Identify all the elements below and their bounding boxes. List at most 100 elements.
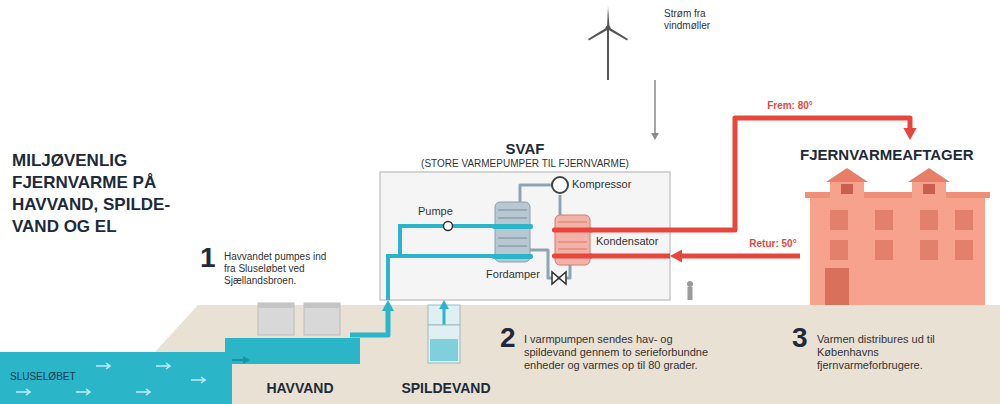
edge-label: Frem: 80° bbox=[765, 100, 815, 111]
house-door bbox=[825, 268, 849, 305]
connector bbox=[458, 224, 483, 228]
flow-arrow bbox=[16, 391, 30, 393]
connector bbox=[654, 80, 656, 134]
diagram-title: MILJØVENLIG FJERNVARME PÅ HAVVAND, SPILD… bbox=[12, 150, 217, 238]
node-label: Pumpe bbox=[418, 205, 453, 218]
pump-house-top bbox=[258, 303, 294, 308]
callout-text: Varmen distribures ud til Københavns fje… bbox=[817, 333, 962, 373]
house-window bbox=[955, 210, 973, 230]
node-label: SVAF bbox=[380, 140, 670, 158]
dormer-roof bbox=[826, 168, 868, 182]
flow-arrow bbox=[156, 365, 170, 367]
flow-arrow bbox=[76, 391, 90, 393]
pump-symbol bbox=[444, 222, 453, 231]
turbine-hub bbox=[606, 26, 611, 31]
coil-stripe bbox=[498, 217, 527, 219]
flow-arrow bbox=[96, 365, 110, 367]
house-window bbox=[875, 210, 893, 230]
district-heat-pipe bbox=[590, 254, 670, 259]
wastewater-well: SPILDEVAND bbox=[394, 325, 498, 400]
person-figure bbox=[688, 287, 693, 300]
intake-channel bbox=[225, 338, 360, 364]
arrowhead bbox=[439, 300, 449, 309]
dormer-roof bbox=[908, 168, 950, 182]
well-shaft bbox=[428, 325, 460, 363]
wind-turbine: Strøm fra vindmøller bbox=[578, 4, 733, 80]
house-window bbox=[955, 240, 973, 260]
flow-arrow bbox=[191, 379, 205, 381]
evaporator: Fordamper bbox=[483, 198, 543, 284]
flow-arrow bbox=[146, 389, 150, 395]
flow-arrow bbox=[26, 389, 30, 395]
connector bbox=[443, 307, 446, 325]
compressor: Kompressor bbox=[550, 175, 635, 195]
node-label: SLUSELØBET bbox=[10, 371, 76, 383]
house-window bbox=[920, 240, 938, 260]
flow-arrow bbox=[136, 391, 150, 393]
coil-stripe bbox=[558, 241, 587, 243]
district-heat-pipe bbox=[590, 228, 670, 233]
node-label: Kondensator bbox=[596, 235, 658, 248]
node-label: Fordamper bbox=[483, 268, 543, 281]
heat-consumer-house-illustration bbox=[800, 140, 995, 305]
canal-water: SLUSELØBET bbox=[0, 352, 232, 404]
dormer-window bbox=[923, 184, 935, 194]
arrowhead bbox=[651, 133, 659, 140]
arrowhead bbox=[382, 300, 394, 311]
coil-stripe bbox=[498, 209, 527, 211]
turbine-blade bbox=[607, 6, 610, 28]
flow-arrow bbox=[106, 363, 110, 369]
seawater-loop-pipe bbox=[388, 256, 495, 300]
connector bbox=[680, 254, 800, 259]
house-window bbox=[830, 210, 848, 230]
heat-coil bbox=[552, 254, 593, 259]
expansion-valve bbox=[552, 272, 566, 284]
node-label: (STORE VARMEPUMPER TIL FJERNVARME) bbox=[380, 158, 670, 170]
arrowhead bbox=[903, 128, 916, 140]
coil-stripe bbox=[498, 237, 527, 239]
wind-turbine-illustration bbox=[578, 4, 733, 80]
pump-house-block bbox=[258, 303, 294, 335]
evaporator-body bbox=[495, 202, 530, 262]
person-figure bbox=[687, 281, 693, 287]
house-window bbox=[875, 240, 893, 260]
connector bbox=[350, 309, 388, 335]
callout-number: 1 bbox=[200, 244, 216, 272]
node-label: SPILDEVAND bbox=[394, 380, 498, 397]
house-body bbox=[810, 196, 985, 305]
node-label: Strøm fra vindmøller bbox=[664, 8, 730, 32]
coil-stripe bbox=[498, 245, 527, 247]
seawater-loop-pipe bbox=[400, 226, 418, 256]
pump: Pumpe bbox=[418, 205, 458, 233]
dormer bbox=[912, 180, 946, 198]
node-label: Kompressor bbox=[572, 178, 631, 191]
callout-text: I varmpumpen sendes hav- og spildevand g… bbox=[524, 333, 709, 373]
heat-consumer-house: FJERNVARMEAFTAGER bbox=[800, 140, 995, 305]
connector bbox=[559, 195, 562, 212]
edge-label: Retur: 50° bbox=[747, 238, 798, 249]
turbine-tower bbox=[607, 28, 609, 80]
callout-number: 2 bbox=[500, 324, 516, 352]
connector bbox=[520, 185, 550, 198]
arrowhead bbox=[243, 356, 250, 364]
flow-arrow bbox=[86, 389, 90, 395]
flow-arrow bbox=[201, 377, 205, 383]
water-coil bbox=[492, 254, 533, 259]
coil-stripe bbox=[558, 248, 587, 250]
water-coil bbox=[492, 224, 533, 229]
dormer bbox=[830, 180, 864, 198]
pump-house-top bbox=[304, 303, 340, 308]
house-window bbox=[830, 240, 848, 260]
seawater-intake: HAVVAND bbox=[250, 300, 350, 400]
pump-house-block bbox=[304, 303, 340, 335]
heat-pump-station: SVAF(STORE VARMEPUMPER TIL FJERNVARME) Pu… bbox=[380, 140, 670, 300]
connector bbox=[232, 359, 244, 361]
coil-stripe bbox=[558, 221, 587, 223]
arrowhead bbox=[670, 249, 682, 262]
condenser: Kondensator bbox=[552, 212, 665, 270]
callout-number: 3 bbox=[792, 324, 808, 352]
flow-arrow bbox=[166, 363, 170, 369]
compressor-symbol bbox=[552, 177, 568, 193]
